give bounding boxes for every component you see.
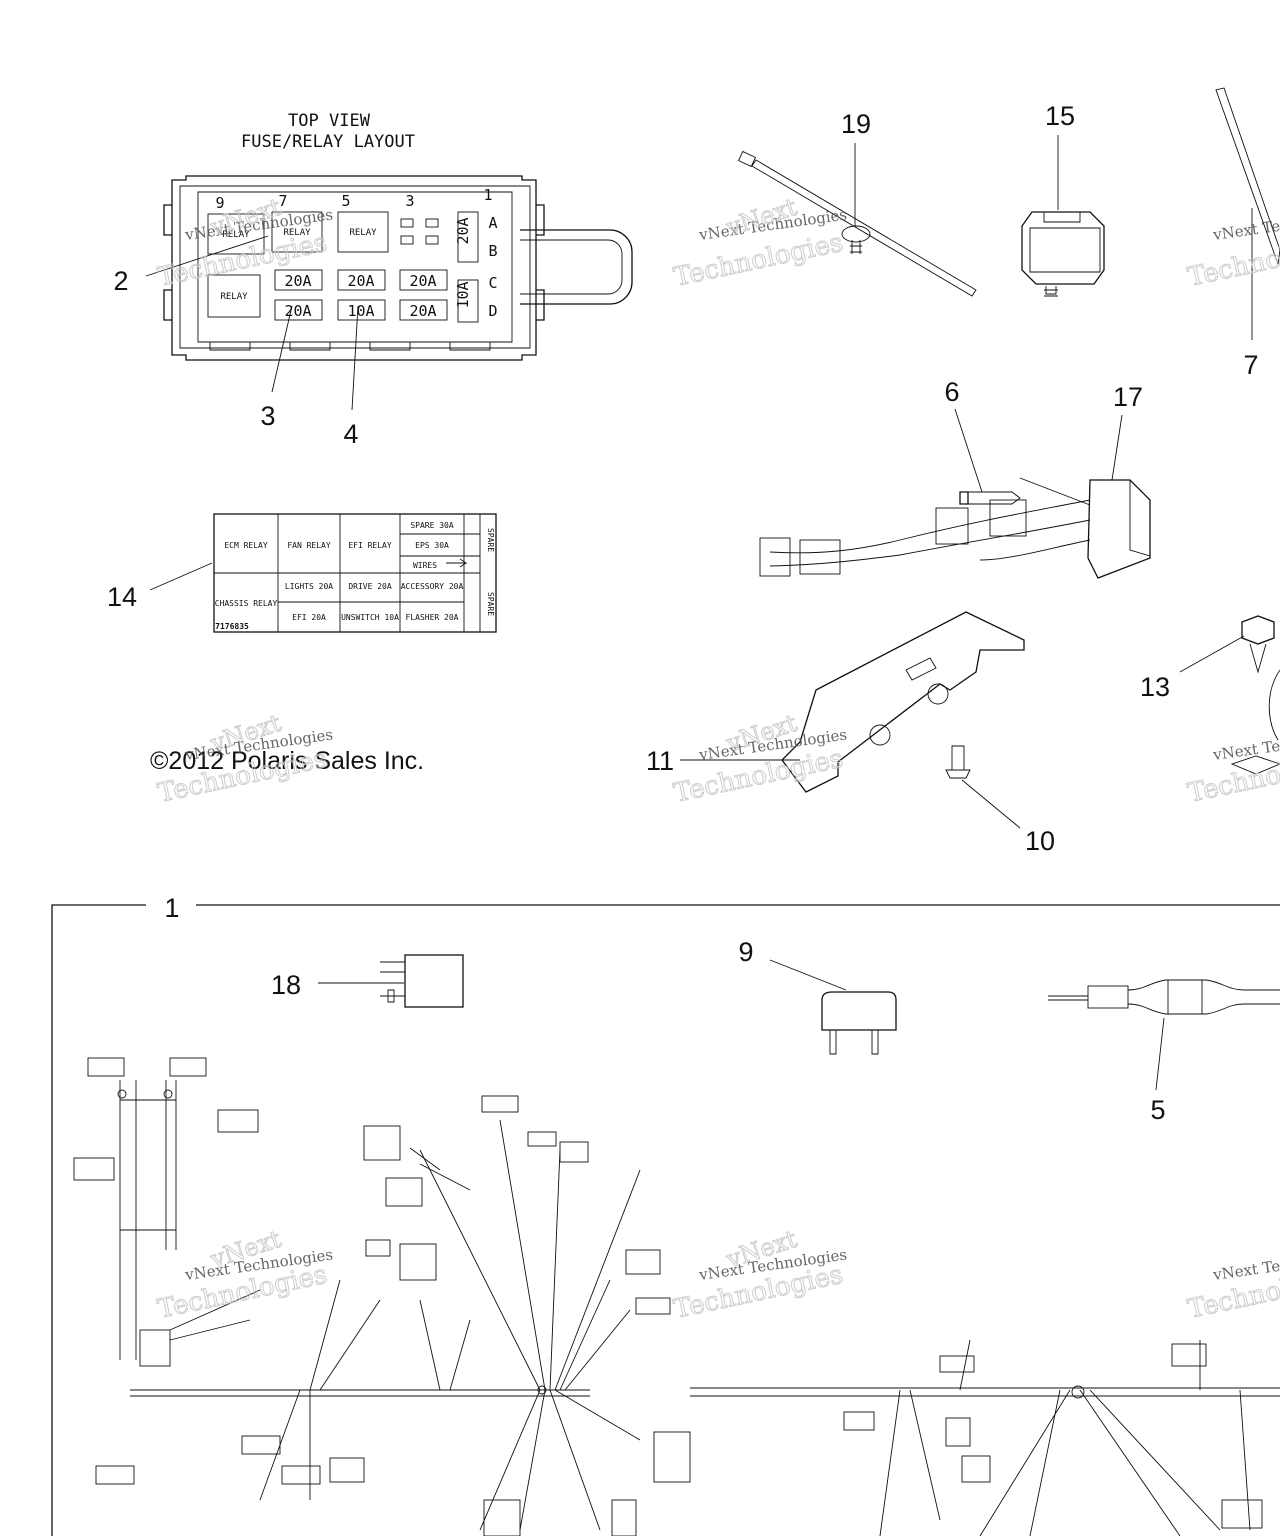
watermark-outline: Technologies [671, 228, 846, 293]
cable-tie [737, 150, 977, 297]
leader-line [1179, 635, 1245, 673]
decal-eps: EPS 30A [415, 541, 449, 550]
relay-label: RELAY [283, 228, 311, 238]
decal-flasher: FLASHER 20A [406, 613, 459, 622]
row-letter: D [488, 302, 497, 320]
callout-2: 2 [113, 266, 128, 296]
fuse-label: 20A [409, 272, 436, 290]
decal-unswitch: UNSWITCH 10A [341, 613, 399, 622]
callout-9: 9 [738, 937, 753, 967]
callout-19: 19 [841, 109, 871, 139]
decal-efi-20a: EFI 20A [292, 613, 326, 622]
bracket [781, 611, 1025, 793]
decal-spare-top: SPARE [486, 528, 495, 552]
decal-spare-bottom: SPARE [486, 592, 495, 616]
decal-chassis-relay: CHASSIS RELAY [215, 599, 278, 608]
row-letter: C [488, 274, 497, 292]
leader-line [149, 562, 213, 591]
callout-15: 15 [1045, 101, 1075, 131]
side-fuse-c: 10A [454, 281, 472, 308]
leader-line [1155, 1017, 1165, 1091]
callout-10: 10 [1025, 826, 1055, 856]
fuse-box-title-line2: FUSE/RELAY LAYOUT [241, 132, 415, 152]
callout-4: 4 [343, 419, 358, 449]
bolt [959, 491, 1021, 505]
callout-17: 17 [1113, 382, 1143, 412]
callout-1: 1 [164, 893, 179, 923]
callout-3: 3 [260, 401, 275, 431]
decal-efi-relay: EFI RELAY [348, 541, 392, 550]
copyright: ©2012 Polaris Sales Inc. [150, 747, 424, 775]
leader-line [271, 305, 293, 393]
strap [1215, 87, 1280, 265]
callout-13: 13 [1140, 672, 1170, 702]
decal-ecm-relay: ECM RELAY [224, 541, 268, 550]
decal-drive: DRIVE 20A [348, 582, 392, 591]
side-fuse-a: 20A [454, 217, 472, 244]
push-rivet [945, 745, 971, 779]
fuse-box-title-line1: TOP VIEW [288, 111, 371, 131]
callout-14: 14 [107, 582, 137, 612]
fuse-box-title: TOP VIEW FUSE/RELAY LAYOUT [241, 111, 415, 152]
slot-number: 9 [215, 194, 224, 212]
callout-7: 7 [1243, 350, 1258, 380]
main-wiring-harness [73, 1057, 1280, 1536]
decal-fan-relay: FAN RELAY [287, 541, 331, 550]
harness-frame [51, 904, 1280, 1536]
decal-wires: WIRES [413, 561, 437, 570]
connector-clip [1021, 211, 1105, 297]
leader-line [961, 779, 1021, 829]
watermark-text: vNext Technologies [1211, 205, 1280, 244]
leader-line [769, 959, 847, 991]
leader-line [145, 235, 269, 277]
slot-number: 5 [341, 192, 350, 210]
decal-spare-30a: SPARE 30A [410, 521, 454, 530]
slot-number: 3 [405, 192, 414, 210]
fuse-label: 20A [409, 302, 436, 320]
inline-fuse-holder [1048, 979, 1280, 1015]
callout-18: 18 [271, 970, 301, 1000]
fuse-relay-box: 9 7 5 3 1 RELAY RELAY RELAY RELAY 20A 20… [163, 175, 633, 361]
row-letter: A [488, 214, 497, 232]
watermark-text: vNext Technologies [1211, 725, 1280, 764]
fuse-label: 20A [347, 272, 374, 290]
fuse-label: 10A [347, 302, 374, 320]
leader-line [954, 408, 983, 493]
decal-lights: LIGHTS 20A [285, 582, 333, 591]
relay-label: RELAY [220, 292, 248, 302]
circuit-breaker [821, 991, 897, 1055]
decal-part-number: 7176835 [215, 622, 249, 631]
slot-number: 7 [278, 192, 287, 210]
relay-label: RELAY [222, 230, 250, 240]
fuse-label-decal: ECM RELAY FAN RELAY EFI RELAY SPARE 30A … [213, 513, 497, 633]
callout-11: 11 [646, 746, 674, 776]
decal-accessory: ACCESSORY 20A [401, 582, 464, 591]
watermark: vNext Technologies vNext Technologies vN… [155, 192, 1280, 1325]
arrow-icon [446, 558, 468, 568]
callout-5: 5 [1150, 1095, 1165, 1125]
screw [1230, 615, 1280, 775]
leader-line [1111, 414, 1123, 481]
relay-label: RELAY [349, 228, 377, 238]
row-letter: B [488, 242, 497, 260]
slot-number: 1 [483, 186, 492, 204]
sub-harness-module [759, 477, 1151, 579]
relay-part [380, 954, 464, 1008]
leader-line [351, 305, 359, 411]
fuse-label: 20A [284, 272, 311, 290]
callout-6: 6 [944, 377, 959, 407]
fuse-label: 20A [284, 302, 311, 320]
